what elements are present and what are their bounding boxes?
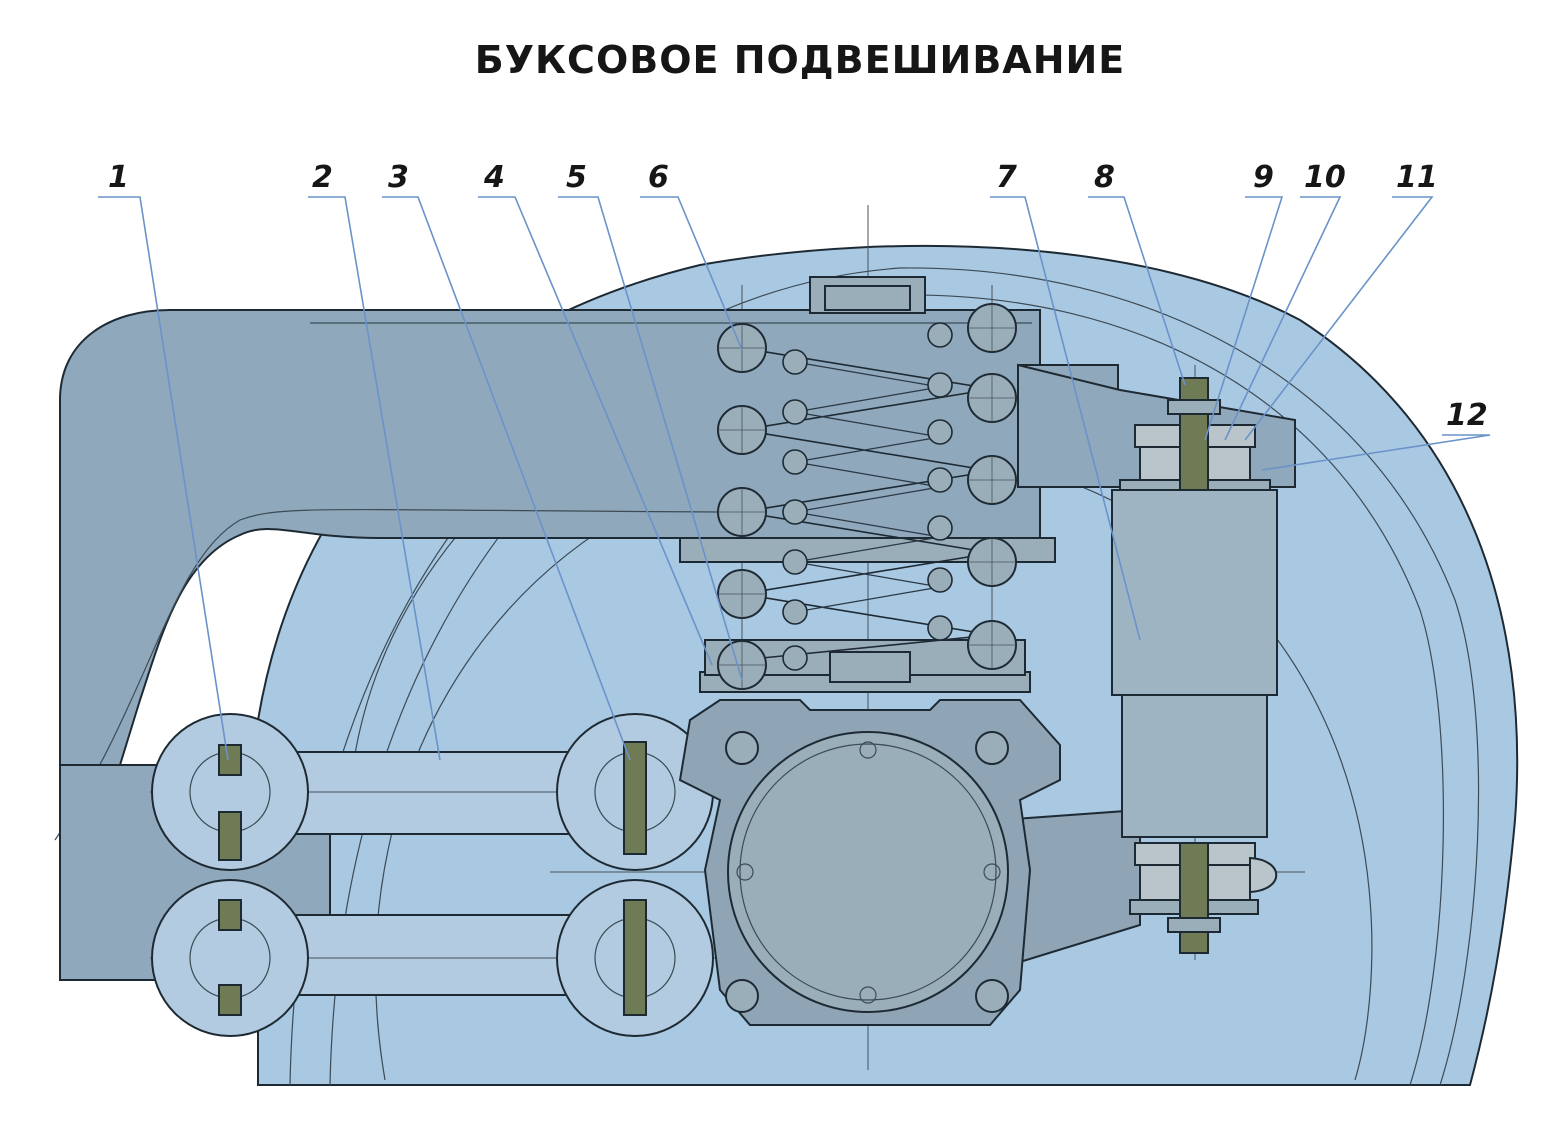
axle-box-cover-inner (739, 743, 997, 1001)
leash-joint-upper-left (151, 713, 309, 871)
leader-lines (98, 196, 1491, 761)
leader-line-7 (990, 196, 1141, 641)
spring-inner-coil-section (927, 515, 953, 541)
axle-box-bolt-ur (975, 731, 1009, 765)
leader-line-6 (640, 196, 743, 351)
spring-inner-coil-section (782, 645, 808, 671)
damper-body (1121, 694, 1268, 838)
axle-box-bolt-ll (725, 979, 759, 1013)
callout-8: 8 (1094, 160, 1115, 195)
spring-inner-coil-section (782, 549, 808, 575)
spring-inner-wire (794, 561, 941, 588)
spring-inner-wire (794, 461, 941, 488)
callout-4: 4 (483, 160, 505, 195)
leash-joint-lower-left (151, 879, 309, 1037)
callout-3: 3 (388, 160, 409, 195)
spring-inner-wire (794, 536, 941, 563)
damper-lower-mount (1129, 842, 1278, 954)
leash-rods (150, 713, 720, 1037)
spring-inner-coil-section (927, 567, 953, 593)
callout-2: 2 (312, 160, 333, 195)
spring-outer-wire (741, 511, 993, 554)
frame-web-line (54, 508, 721, 841)
spring-inner-coil-section (927, 419, 953, 445)
spring-inner-wire (794, 436, 941, 463)
callout-7: 7 (996, 160, 1017, 195)
spring-inner-coil-section (927, 322, 953, 348)
leader-line-1 (98, 196, 229, 761)
spring-inner-wire (794, 386, 941, 413)
spring-inner-coil-section (927, 615, 953, 641)
leader-line-10 (1224, 196, 1342, 441)
axle-box (678, 671, 1141, 1026)
leader-line-2 (308, 196, 441, 761)
leader-line-3 (382, 196, 631, 761)
diagram-title: БУКСОВОЕ ПОДВЕШИВАНИЕ (474, 38, 1126, 82)
spring-inner-coil-section (782, 349, 808, 375)
axle-box-bolt-ul (725, 731, 759, 765)
hydraulic-damper (1111, 377, 1278, 954)
spring-outer-wire (741, 552, 993, 595)
callout-1: 1 (108, 160, 129, 195)
spring-inner-wire (794, 361, 941, 388)
spring-inner-coil-section (927, 467, 953, 493)
callout-labels: 1 2 3 4 5 6 7 8 9 10 11 12 (108, 160, 1488, 433)
spring-set (679, 276, 1056, 690)
wheel-rim-line (289, 267, 1480, 1086)
callout-12: 12 (1446, 398, 1488, 433)
spring-inner-wire (794, 586, 941, 613)
leader-line-9 (1204, 196, 1284, 441)
spring-inner-coil-section (782, 499, 808, 525)
wheel-flange-line (329, 294, 1444, 1086)
bogie-frame-side (59, 309, 1041, 980)
spring-coils (717, 303, 1017, 690)
damper-casing (1111, 489, 1278, 696)
spring-inner-coil-section (782, 399, 808, 425)
spring-inner-wire (794, 511, 941, 538)
callout-9: 9 (1253, 160, 1274, 195)
axle-box-bolt-lr (975, 979, 1009, 1013)
leader-line-4 (478, 196, 713, 666)
leader-line-5 (558, 196, 743, 681)
spring-inner-wire (794, 486, 941, 513)
leash-joint-lower-right (556, 879, 714, 1037)
callout-5: 5 (566, 160, 587, 195)
callout-10: 10 (1304, 160, 1346, 195)
leader-line-8 (1088, 196, 1186, 386)
axle-box-cover (727, 731, 1009, 1013)
spring-inner-coil-section (782, 599, 808, 625)
leader-line-12 (1261, 434, 1491, 471)
spring-inner-coil-section (782, 449, 808, 475)
leader-line-11 (1244, 196, 1434, 441)
damper-upper-mount (1119, 377, 1271, 491)
callout-11: 11 (1396, 160, 1438, 195)
spring-outer-wire (741, 429, 993, 472)
spring-inner-wire (794, 411, 941, 438)
callout-6: 6 (648, 160, 669, 195)
spring-inner-coil-section (927, 372, 953, 398)
spring-outer-wire (741, 388, 993, 431)
